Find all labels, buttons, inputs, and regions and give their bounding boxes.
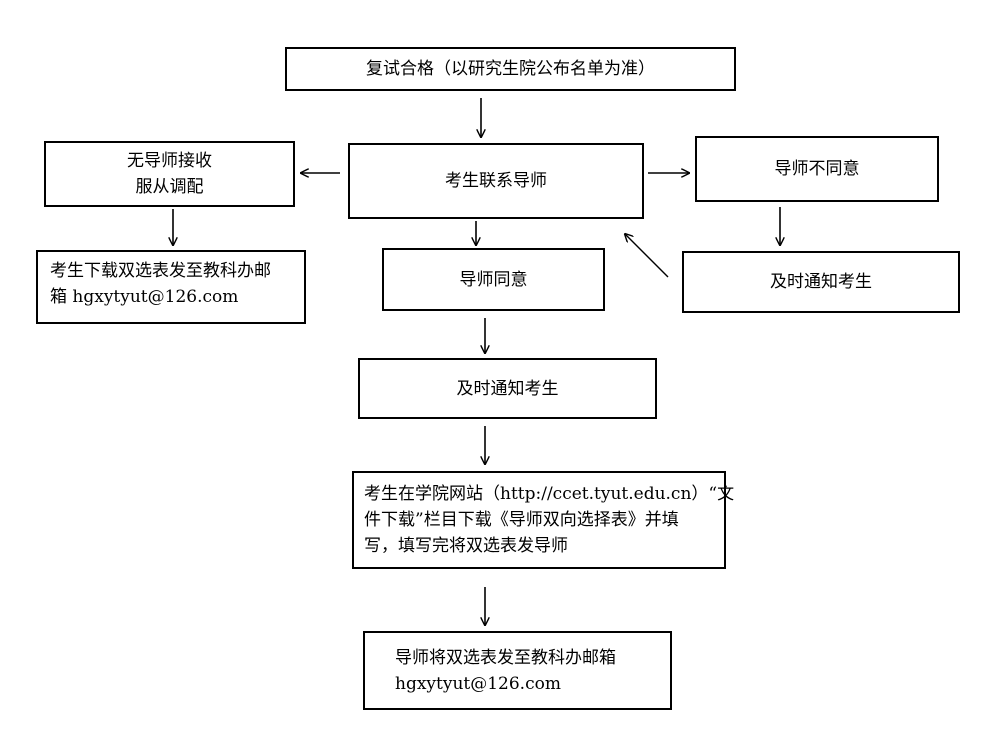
- node-download-form-line-3: 写，填写完将双选表发导师: [364, 536, 568, 556]
- node-download-left-line-1: 考生下载双选表发至教科办邮: [50, 261, 271, 281]
- node-retest-pass-text: 复试合格（以研究生院公布名单为准）: [366, 59, 655, 79]
- arrow-notify-back-to-contact: [625, 234, 669, 278]
- node-supervisor-agree: 导师同意: [382, 248, 605, 311]
- node-notify-center-text: 及时通知考生: [456, 378, 559, 399]
- node-no-supervisor-line-1: 无导师接收: [127, 151, 212, 171]
- node-supervisor-agree-text: 导师同意: [459, 269, 528, 290]
- node-contact-supervisor: 考生联系导师: [348, 143, 644, 219]
- node-no-supervisor-line-2: 服从调配: [135, 177, 204, 197]
- node-final: 导师将双选表发至教科办邮箱 hgxytyut@126.com: [363, 631, 672, 710]
- node-download-left: 考生下载双选表发至教科办邮 箱 hgxytyut@126.com: [36, 250, 306, 324]
- node-download-form-line-1: 考生在学院网站（http://ccet.tyut.edu.cn）“文: [364, 484, 735, 504]
- node-notify-center: 及时通知考生: [358, 358, 657, 419]
- node-retest-pass: 复试合格（以研究生院公布名单为准）: [285, 47, 736, 91]
- node-download-form: 考生在学院网站（http://ccet.tyut.edu.cn）“文 件下载”栏…: [352, 471, 735, 569]
- node-final-line-1: 导师将双选表发至教科办邮箱: [395, 648, 616, 668]
- node-supervisor-disagree-text: 导师不同意: [774, 159, 860, 179]
- node-notify-right-text: 及时通知考生: [770, 272, 872, 292]
- node-download-left-line-2: 箱 hgxytyut@126.com: [50, 287, 239, 307]
- node-notify-right: 及时通知考生: [682, 251, 960, 313]
- node-final-line-2: hgxytyut@126.com: [395, 674, 561, 694]
- node-no-supervisor: 无导师接收 服从调配: [44, 141, 295, 207]
- node-supervisor-disagree: 导师不同意: [695, 136, 939, 202]
- node-contact-supervisor-text: 考生联系导师: [445, 171, 547, 191]
- node-download-form-line-2: 件下载”栏目下载《导师双向选择表》并填: [364, 510, 679, 530]
